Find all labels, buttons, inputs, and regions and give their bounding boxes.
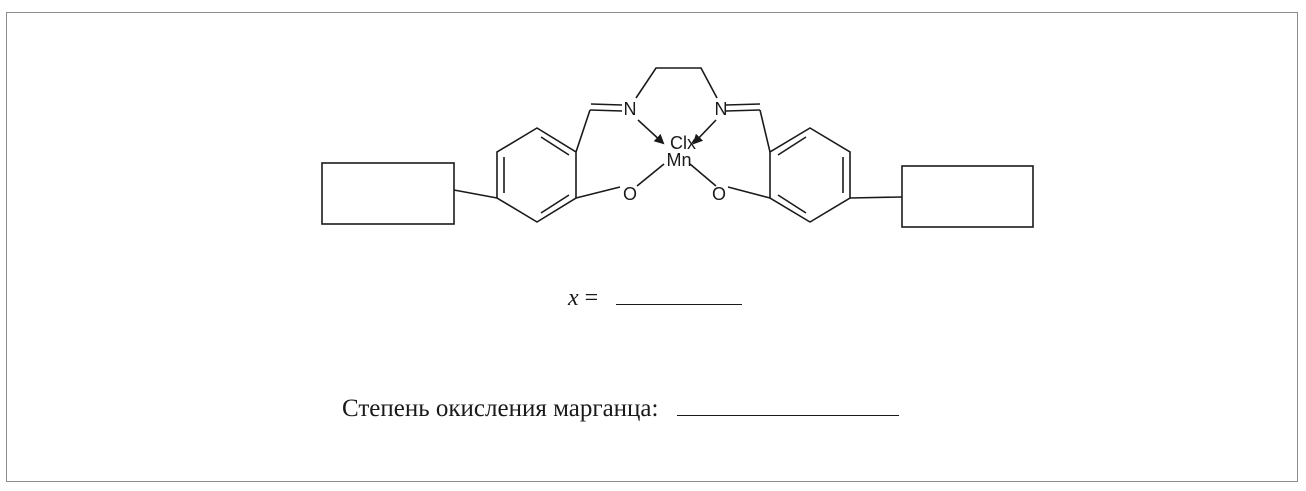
left-ring-to-imine-carbon-bond <box>575 109 591 153</box>
left-n-to-mn-arrow <box>637 119 665 145</box>
oxidation-state-question: Степень окисления марганца: <box>342 395 899 423</box>
x-equals-sign: = <box>584 285 599 311</box>
right-n-to-mn-arrow <box>692 119 717 145</box>
left-imine-double-bond <box>589 109 623 112</box>
chlorine-ligand-label: Clx <box>670 133 696 153</box>
oxygen-left-label: O <box>623 184 637 204</box>
oxidation-state-label: Степень окисления марганца: <box>342 395 659 422</box>
left-ring-to-oxygen-bond <box>575 186 621 199</box>
x-answer-blank[interactable] <box>616 284 743 305</box>
left-ring-to-box-bond <box>453 189 498 199</box>
manganese-label: Mn <box>666 150 691 170</box>
right-ring-to-oxygen-bond <box>727 186 771 199</box>
nitrogen-right-label: N <box>715 99 728 119</box>
x-variable: x <box>568 285 579 311</box>
mn-salen-complex-structure: N N Clx Mn O O <box>321 67 1034 228</box>
right-imine-double-bond <box>725 109 761 112</box>
task-frame <box>6 12 1298 482</box>
right-ring-to-imine-carbon-bond <box>759 109 771 153</box>
right-substituent-box[interactable] <box>901 165 1034 228</box>
ethylene-bridge <box>635 67 718 99</box>
left-benzene-ring <box>496 127 577 223</box>
oxidation-state-answer-blank[interactable] <box>676 395 899 416</box>
right-ring-to-box-bond <box>849 196 903 199</box>
right-o-mn-bond <box>689 163 717 187</box>
x-question: x = <box>568 284 743 312</box>
left-substituent-box[interactable] <box>321 162 455 225</box>
oxygen-right-label: O <box>712 184 726 204</box>
right-benzene-ring <box>769 127 851 223</box>
left-o-mn-bond <box>636 163 665 187</box>
nitrogen-left-label: N <box>624 99 637 119</box>
